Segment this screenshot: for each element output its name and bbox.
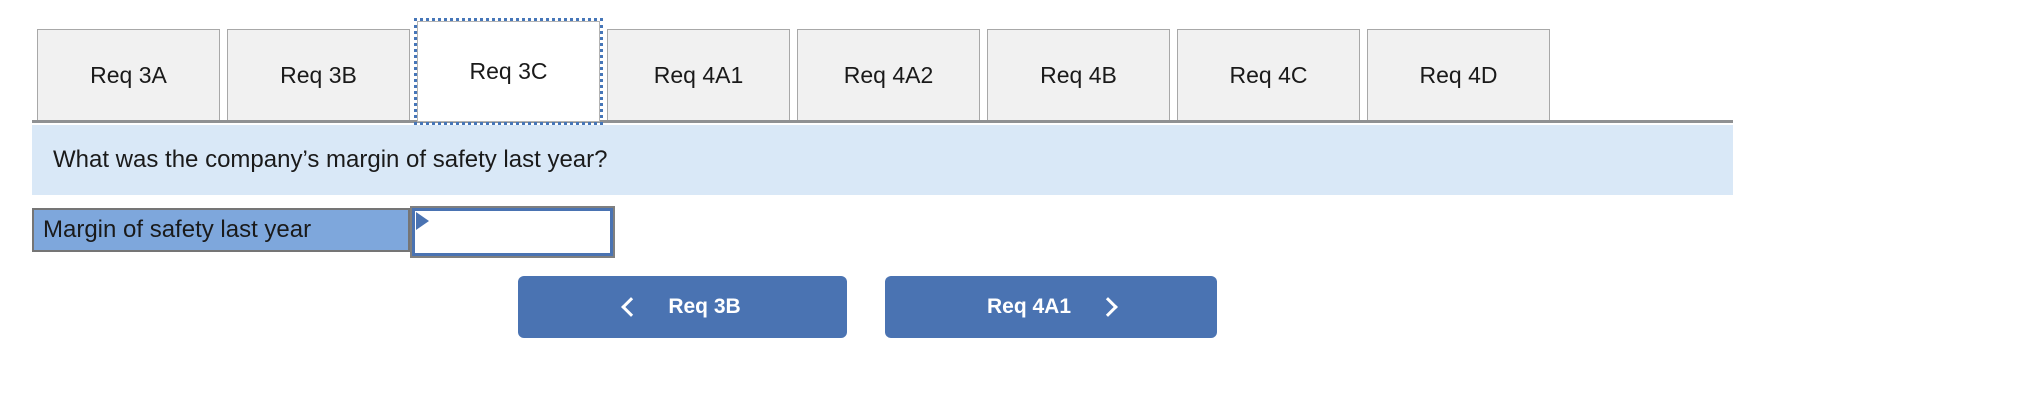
tab-req-4c[interactable]: Req 4C: [1177, 29, 1360, 120]
tab-req-4d[interactable]: Req 4D: [1367, 29, 1550, 120]
tab-label: Req 4C: [1229, 61, 1308, 88]
tab-label: Req 3A: [90, 61, 167, 88]
requirement-tabs: Req 3A Req 3B Req 3C Req 4A1 Req 4A2 Req…: [37, 18, 1550, 130]
tab-label: Req 3C: [469, 58, 548, 84]
answer-cell: [410, 206, 615, 258]
answer-input[interactable]: [412, 208, 613, 256]
tab-label: Req 4A1: [653, 61, 744, 88]
next-requirement-button[interactable]: Req 4A1: [885, 276, 1217, 338]
tab-label: Req 3B: [280, 61, 357, 88]
prev-requirement-button[interactable]: Req 3B: [518, 276, 847, 338]
tabbar-baseline: [32, 120, 1733, 123]
answer-label-text: Margin of safety last year: [43, 216, 312, 243]
chevron-right-icon: [1098, 297, 1118, 317]
tab-req-3a[interactable]: Req 3A: [37, 29, 220, 120]
tab-label: Req 4A2: [843, 61, 934, 88]
next-button-label: Req 4A1: [986, 295, 1072, 318]
tab-req-4a2[interactable]: Req 4A2: [797, 29, 980, 120]
chevron-left-icon: [621, 297, 642, 317]
question-text: What was the company’s margin of safety …: [53, 146, 608, 173]
answer-row-label: Margin of safety last year: [32, 208, 410, 252]
tab-req-4a1[interactable]: Req 4A1: [607, 29, 790, 120]
tab-label: Req 4B: [1040, 61, 1117, 88]
tab-req-3c-active[interactable]: Req 3C: [414, 18, 603, 125]
tab-req-4b[interactable]: Req 4B: [987, 29, 1170, 120]
tab-label: Req 4D: [1419, 61, 1498, 88]
prev-button-label: Req 3B: [668, 295, 741, 318]
tab-req-3b[interactable]: Req 3B: [227, 29, 410, 120]
question-bar: What was the company’s margin of safety …: [32, 125, 1733, 195]
